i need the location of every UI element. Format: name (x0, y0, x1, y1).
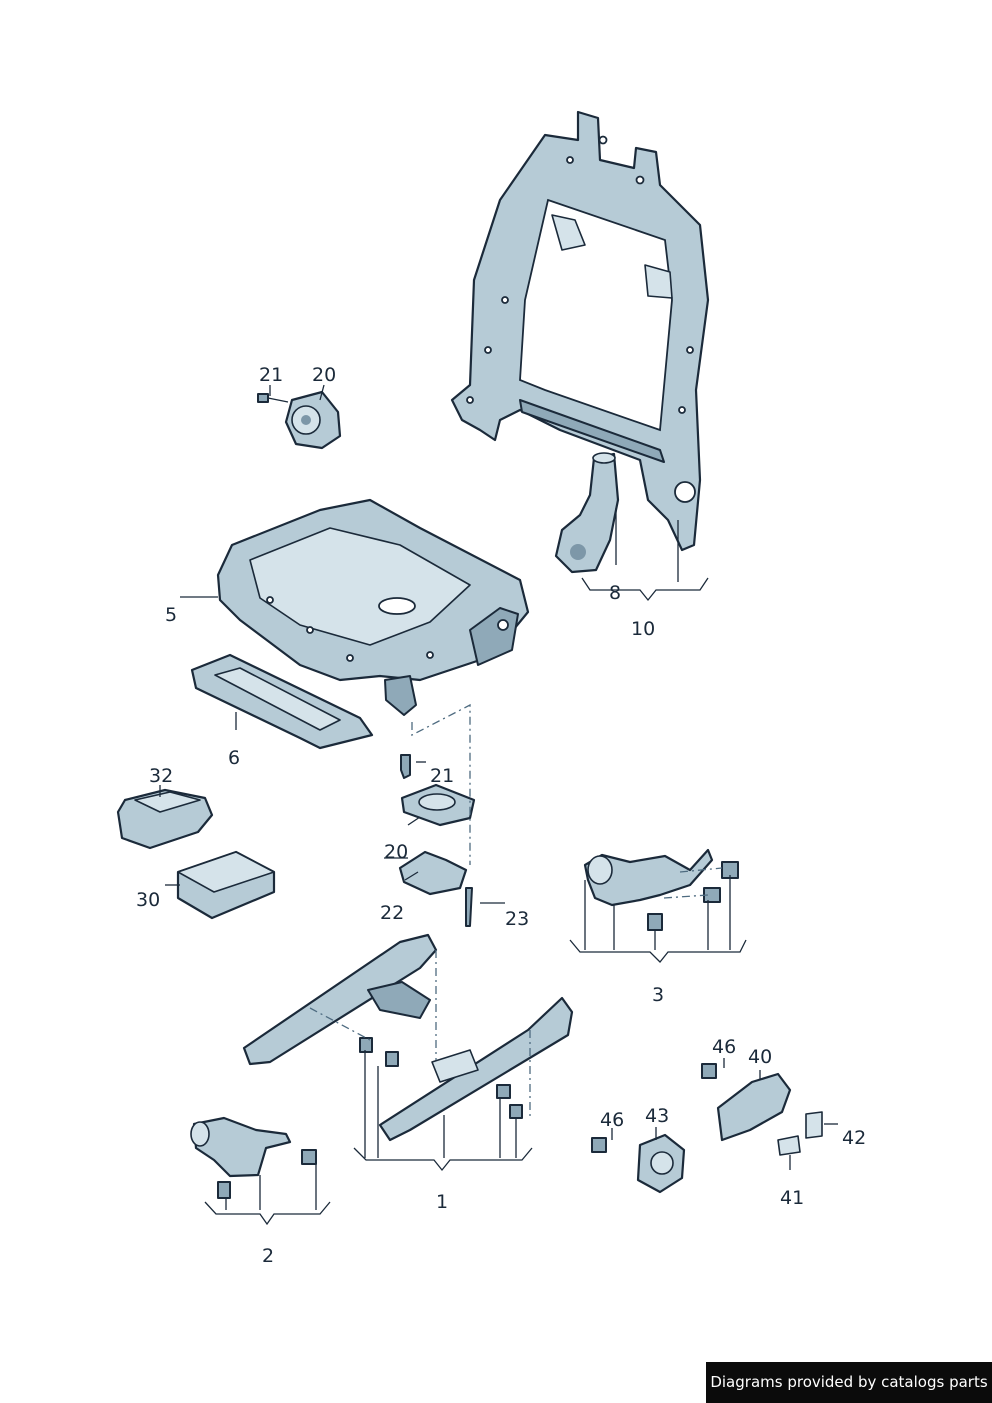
assembly-lines (309, 703, 723, 1120)
label-32: 32 (149, 765, 173, 787)
label-46-left: 46 (600, 1109, 624, 1131)
part-labels: 21 20 5 8 10 6 32 21 20 30 22 23 3 46 40… (136, 364, 866, 1267)
switch-assembly-40 (701, 1063, 823, 1156)
label-8: 8 (609, 582, 621, 604)
seat-frame (216, 498, 530, 716)
label-46-right: 46 (712, 1036, 736, 1058)
motor-bracket-3 (583, 848, 739, 931)
label-41: 41 (780, 1187, 804, 1209)
label-3: 3 (652, 984, 664, 1006)
leader-lines (159, 384, 838, 1226)
seat-rails-1 (242, 933, 574, 1142)
attribution-banner: Diagrams provided by catalogs parts (706, 1362, 992, 1403)
label-1: 1 (436, 1191, 448, 1213)
label-21-top: 21 (259, 364, 283, 386)
screw-21-top (257, 393, 289, 403)
control-unit-30 (176, 850, 276, 920)
label-42: 42 (842, 1127, 866, 1149)
label-6: 6 (228, 747, 240, 769)
label-2: 2 (262, 1245, 274, 1267)
small-motor-43 (591, 1133, 686, 1194)
motor-bracket-2 (190, 1116, 317, 1199)
motor-cover-top (284, 390, 342, 450)
label-23: 23 (505, 908, 529, 930)
label-21-center: 21 (430, 765, 454, 787)
label-10: 10 (631, 618, 655, 640)
recliner-motor (554, 452, 620, 574)
label-5: 5 (165, 604, 177, 626)
label-40: 40 (748, 1046, 772, 1068)
seat-pan-insert (190, 653, 374, 750)
center-motor-assembly (398, 754, 476, 927)
label-20-top: 20 (312, 364, 336, 386)
backrest-frame (450, 110, 710, 552)
label-20-center: 20 (384, 841, 408, 863)
control-module-32 (116, 788, 214, 850)
label-30: 30 (136, 889, 160, 911)
label-22: 22 (380, 902, 404, 924)
label-43: 43 (645, 1105, 669, 1127)
